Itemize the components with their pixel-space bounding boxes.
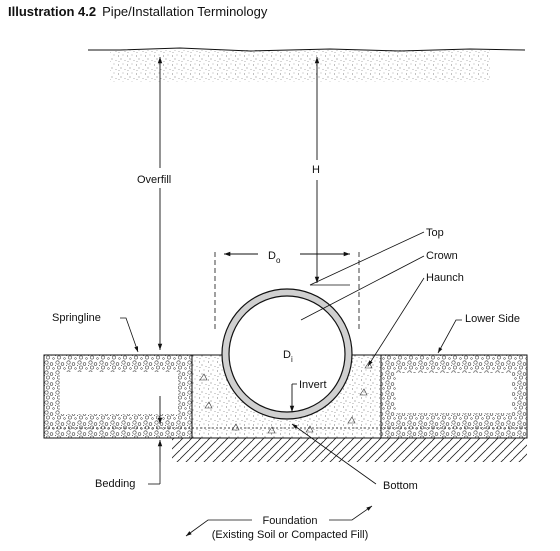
native-soil-right (380, 354, 528, 439)
inside-diameter-label: Di (283, 349, 293, 364)
haunch-leader (367, 277, 425, 367)
springline-label: Springline (52, 312, 101, 324)
h-label: H (312, 164, 320, 176)
bottom-label: Bottom (383, 480, 418, 492)
figure-caption: Illustration 4.2 Pipe/Installation Termin… (8, 4, 267, 19)
springline-leader (120, 317, 139, 353)
foundation-leaders (185, 505, 373, 537)
bedding-dimension (148, 396, 163, 485)
figure-number: Illustration 4.2 (8, 4, 97, 19)
native-soil-left (43, 354, 193, 439)
crown-label: Crown (426, 250, 458, 262)
overfill-label: Overfill (137, 174, 171, 186)
lower-side-leader (437, 319, 462, 354)
foundation-hatch (172, 437, 527, 462)
top-leader (309, 231, 425, 286)
bottom-leader (291, 423, 377, 485)
outside-diameter-dimension (214, 251, 360, 332)
figure-title: Pipe/Installation Terminology (102, 4, 268, 19)
lower-side-label: Lower Side (465, 313, 520, 325)
invert-leader (289, 383, 297, 412)
outside-diameter-label: Do (268, 250, 281, 265)
pipe (221, 288, 353, 420)
invert-label: Invert (299, 379, 327, 391)
foundation-note: (Existing Soil or Compacted Fill) (212, 529, 369, 541)
haunch-label: Haunch (426, 272, 464, 284)
top-label: Top (426, 227, 444, 239)
crown-leader (300, 255, 425, 321)
ground-surface (88, 47, 526, 82)
bedding-label: Bedding (95, 478, 135, 490)
foundation-label: Foundation (262, 515, 317, 527)
